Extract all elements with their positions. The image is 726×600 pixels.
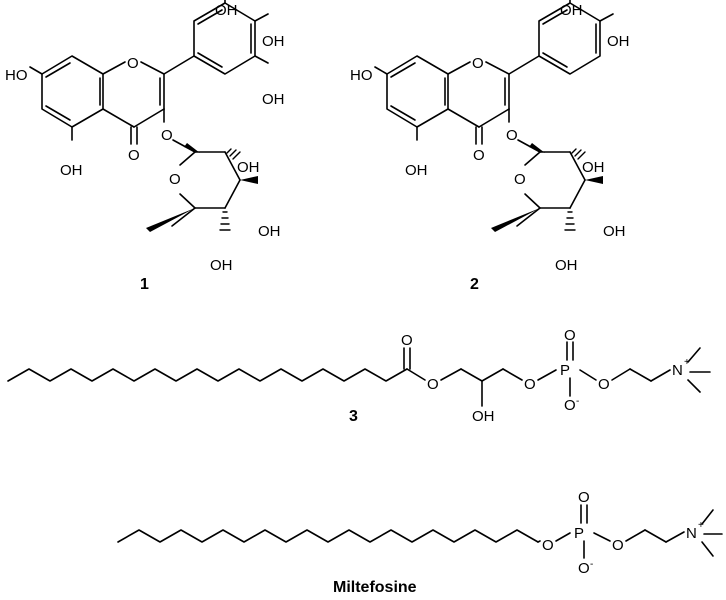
c1-atom-carbonyl-o: O: [128, 147, 140, 164]
c3-atom-ester-o: O: [427, 376, 439, 393]
c3-atom-p-o-minus: O: [564, 397, 576, 414]
c1-atom-ring-o: O: [127, 55, 139, 72]
c2-atom-ho-left: HO: [350, 67, 373, 84]
c2-atom-carbonyl-o: O: [473, 147, 485, 164]
c2-atom-oh-right: OH: [607, 33, 630, 50]
c2-atom-sugar-oh-2: OH: [603, 223, 626, 240]
compound-1-structure: OH OH OH O HO O O OH O OH OH OH 1: [5, 0, 285, 293]
c3-atom-carbonyl-o: O: [401, 332, 413, 349]
c1-atom-sugar-o: O: [169, 171, 181, 188]
compound-1-label: 1: [140, 276, 149, 293]
c1-atom-oh-top: OH: [215, 2, 238, 19]
c2-atom-sugar-o: O: [514, 171, 526, 188]
c3-charge-plus: +: [684, 357, 690, 368]
c4-atom-o-link: O: [542, 537, 554, 554]
c3-atom-p: P: [560, 362, 570, 379]
c4-atom-p-double-o: O: [578, 489, 590, 506]
c4-atom-n: N: [686, 525, 697, 542]
c1-atom-oh-lower-right: OH: [262, 91, 285, 108]
c3-charge-minus: -: [576, 396, 579, 407]
c1-atom-oh-bottom-left: OH: [60, 162, 83, 179]
miltefosine-label: Miltefosine: [333, 579, 417, 596]
c3-atom-o-link: O: [524, 376, 536, 393]
c4-charge-plus: +: [698, 520, 704, 531]
c3-atom-n: N: [672, 362, 683, 379]
c1-atom-oh-right: OH: [262, 33, 285, 50]
c2-atom-ether-o: O: [506, 127, 518, 144]
c4-atom-o-ester: O: [612, 537, 624, 554]
compound-3-label: 3: [349, 408, 358, 425]
c1-atom-sugar-oh-3: OH: [210, 257, 233, 274]
c4-charge-minus: -: [590, 559, 593, 570]
miltefosine-structure: O P O O - O N + Miltefosine: [117, 489, 723, 596]
c2-atom-oh-bottom-left: OH: [405, 162, 428, 179]
c3-atom-o-ester2: O: [598, 376, 610, 393]
c1-atom-ho-left: HO: [5, 67, 28, 84]
c3-atom-oh: OH: [472, 408, 495, 425]
c1-atom-sugar-oh-2: OH: [258, 223, 281, 240]
c4-atom-p: P: [574, 525, 584, 542]
c2-atom-oh-top: OH: [560, 2, 583, 19]
c1-atom-ether-o: O: [161, 127, 173, 144]
c1-atom-sugar-oh-1: OH: [237, 159, 260, 176]
c2-atom-sugar-oh-3: OH: [555, 257, 578, 274]
compound-2-structure: OH OH O HO O O OH O OH OH OH 2: [350, 0, 630, 293]
c4-atom-p-o-minus: O: [578, 560, 590, 577]
c3-atom-p-double-o: O: [564, 327, 576, 344]
compound-3-structure: O O OH O P O O - O N + 3: [7, 327, 711, 425]
compound-2-label: 2: [470, 276, 479, 293]
c2-atom-sugar-oh-1: OH: [582, 159, 605, 176]
c2-atom-ring-o: O: [472, 55, 484, 72]
